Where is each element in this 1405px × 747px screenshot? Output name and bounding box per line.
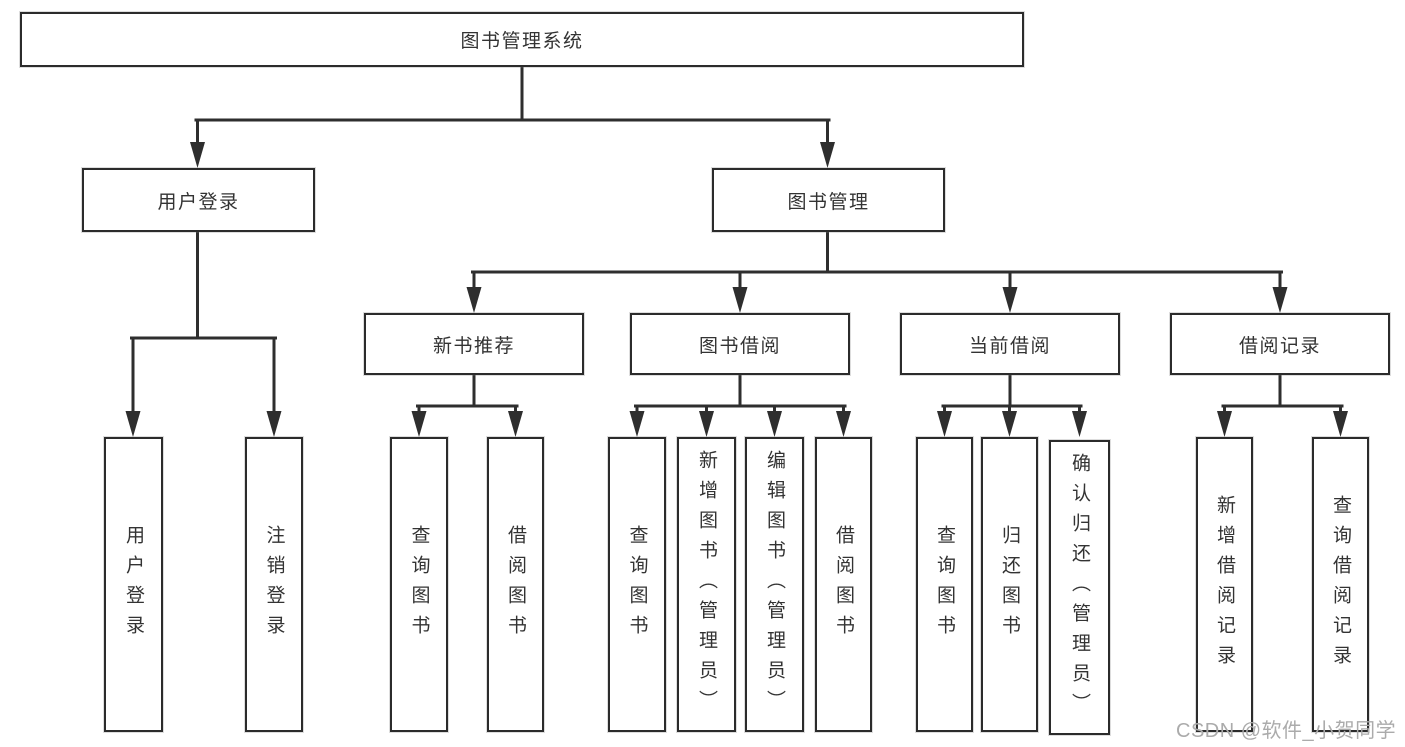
arrow-down-icon: [699, 411, 714, 437]
node-book-management: 图书管理: [712, 168, 945, 232]
leaf-add-book-admin: 新增图书（管理员）: [677, 437, 736, 732]
leaf-borrow-books: 借阅图书: [815, 437, 872, 732]
arrow-down-icon: [1002, 411, 1017, 437]
connector-book-management-sections: [466, 228, 1288, 313]
arrow-down-icon: [767, 411, 782, 437]
arrow-down-icon: [1002, 287, 1018, 313]
arrow-down-icon: [125, 411, 141, 437]
leaf-confirm-return-admin: 确认归还（管理员）: [1049, 440, 1110, 735]
arrow-down-icon: [411, 411, 427, 437]
leaf-recommend-query-books: 查询图书: [390, 437, 448, 732]
connector-user-login-children: [125, 228, 282, 437]
node-book-borrow: 图书借阅: [630, 313, 850, 375]
node-current-borrow: 当前借阅: [900, 313, 1120, 375]
leaf-return-book: 归还图书: [981, 437, 1038, 732]
arrow-down-icon: [1272, 287, 1288, 313]
watermark: CSDN @软件_小贺同学: [1176, 720, 1397, 742]
arrow-down-icon: [466, 287, 482, 313]
node-new-book-recommend: 新书推荐: [364, 313, 584, 375]
connector-current-borrow-children: [937, 371, 1087, 437]
connector-book-borrow-children: [629, 371, 851, 437]
arrow-down-icon: [190, 142, 205, 168]
node-user-login: 用户登录: [82, 168, 315, 232]
arrow-down-icon: [629, 411, 645, 437]
connector-new-book-children: [411, 371, 523, 437]
leaf-edit-book-admin: 编辑图书（管理员）: [745, 437, 804, 732]
arrow-down-icon: [820, 142, 835, 168]
leaf-user-login: 用户登录: [104, 437, 163, 732]
arrow-down-icon: [266, 411, 282, 437]
connector-root-to-level2: [190, 63, 835, 168]
arrow-down-icon: [1217, 411, 1232, 437]
leaf-borrow-query-books: 查询图书: [608, 437, 666, 732]
node-root: 图书管理系统: [20, 12, 1024, 67]
arrow-down-icon: [836, 411, 851, 437]
leaf-current-query-books: 查询图书: [916, 437, 973, 732]
arrow-down-icon: [1333, 411, 1348, 437]
arrow-down-icon: [937, 411, 952, 437]
node-borrow-records: 借阅记录: [1170, 313, 1390, 375]
leaf-recommend-borrow-books: 借阅图书: [487, 437, 544, 732]
connector-borrow-records-children: [1217, 371, 1348, 437]
leaf-add-borrow-record: 新增借阅记录: [1196, 437, 1253, 732]
arrow-down-icon: [732, 287, 748, 313]
arrow-down-icon: [508, 411, 523, 437]
leaf-logout: 注销登录: [245, 437, 303, 732]
arrow-down-icon: [1072, 411, 1087, 437]
leaf-query-borrow-record: 查询借阅记录: [1312, 437, 1369, 732]
